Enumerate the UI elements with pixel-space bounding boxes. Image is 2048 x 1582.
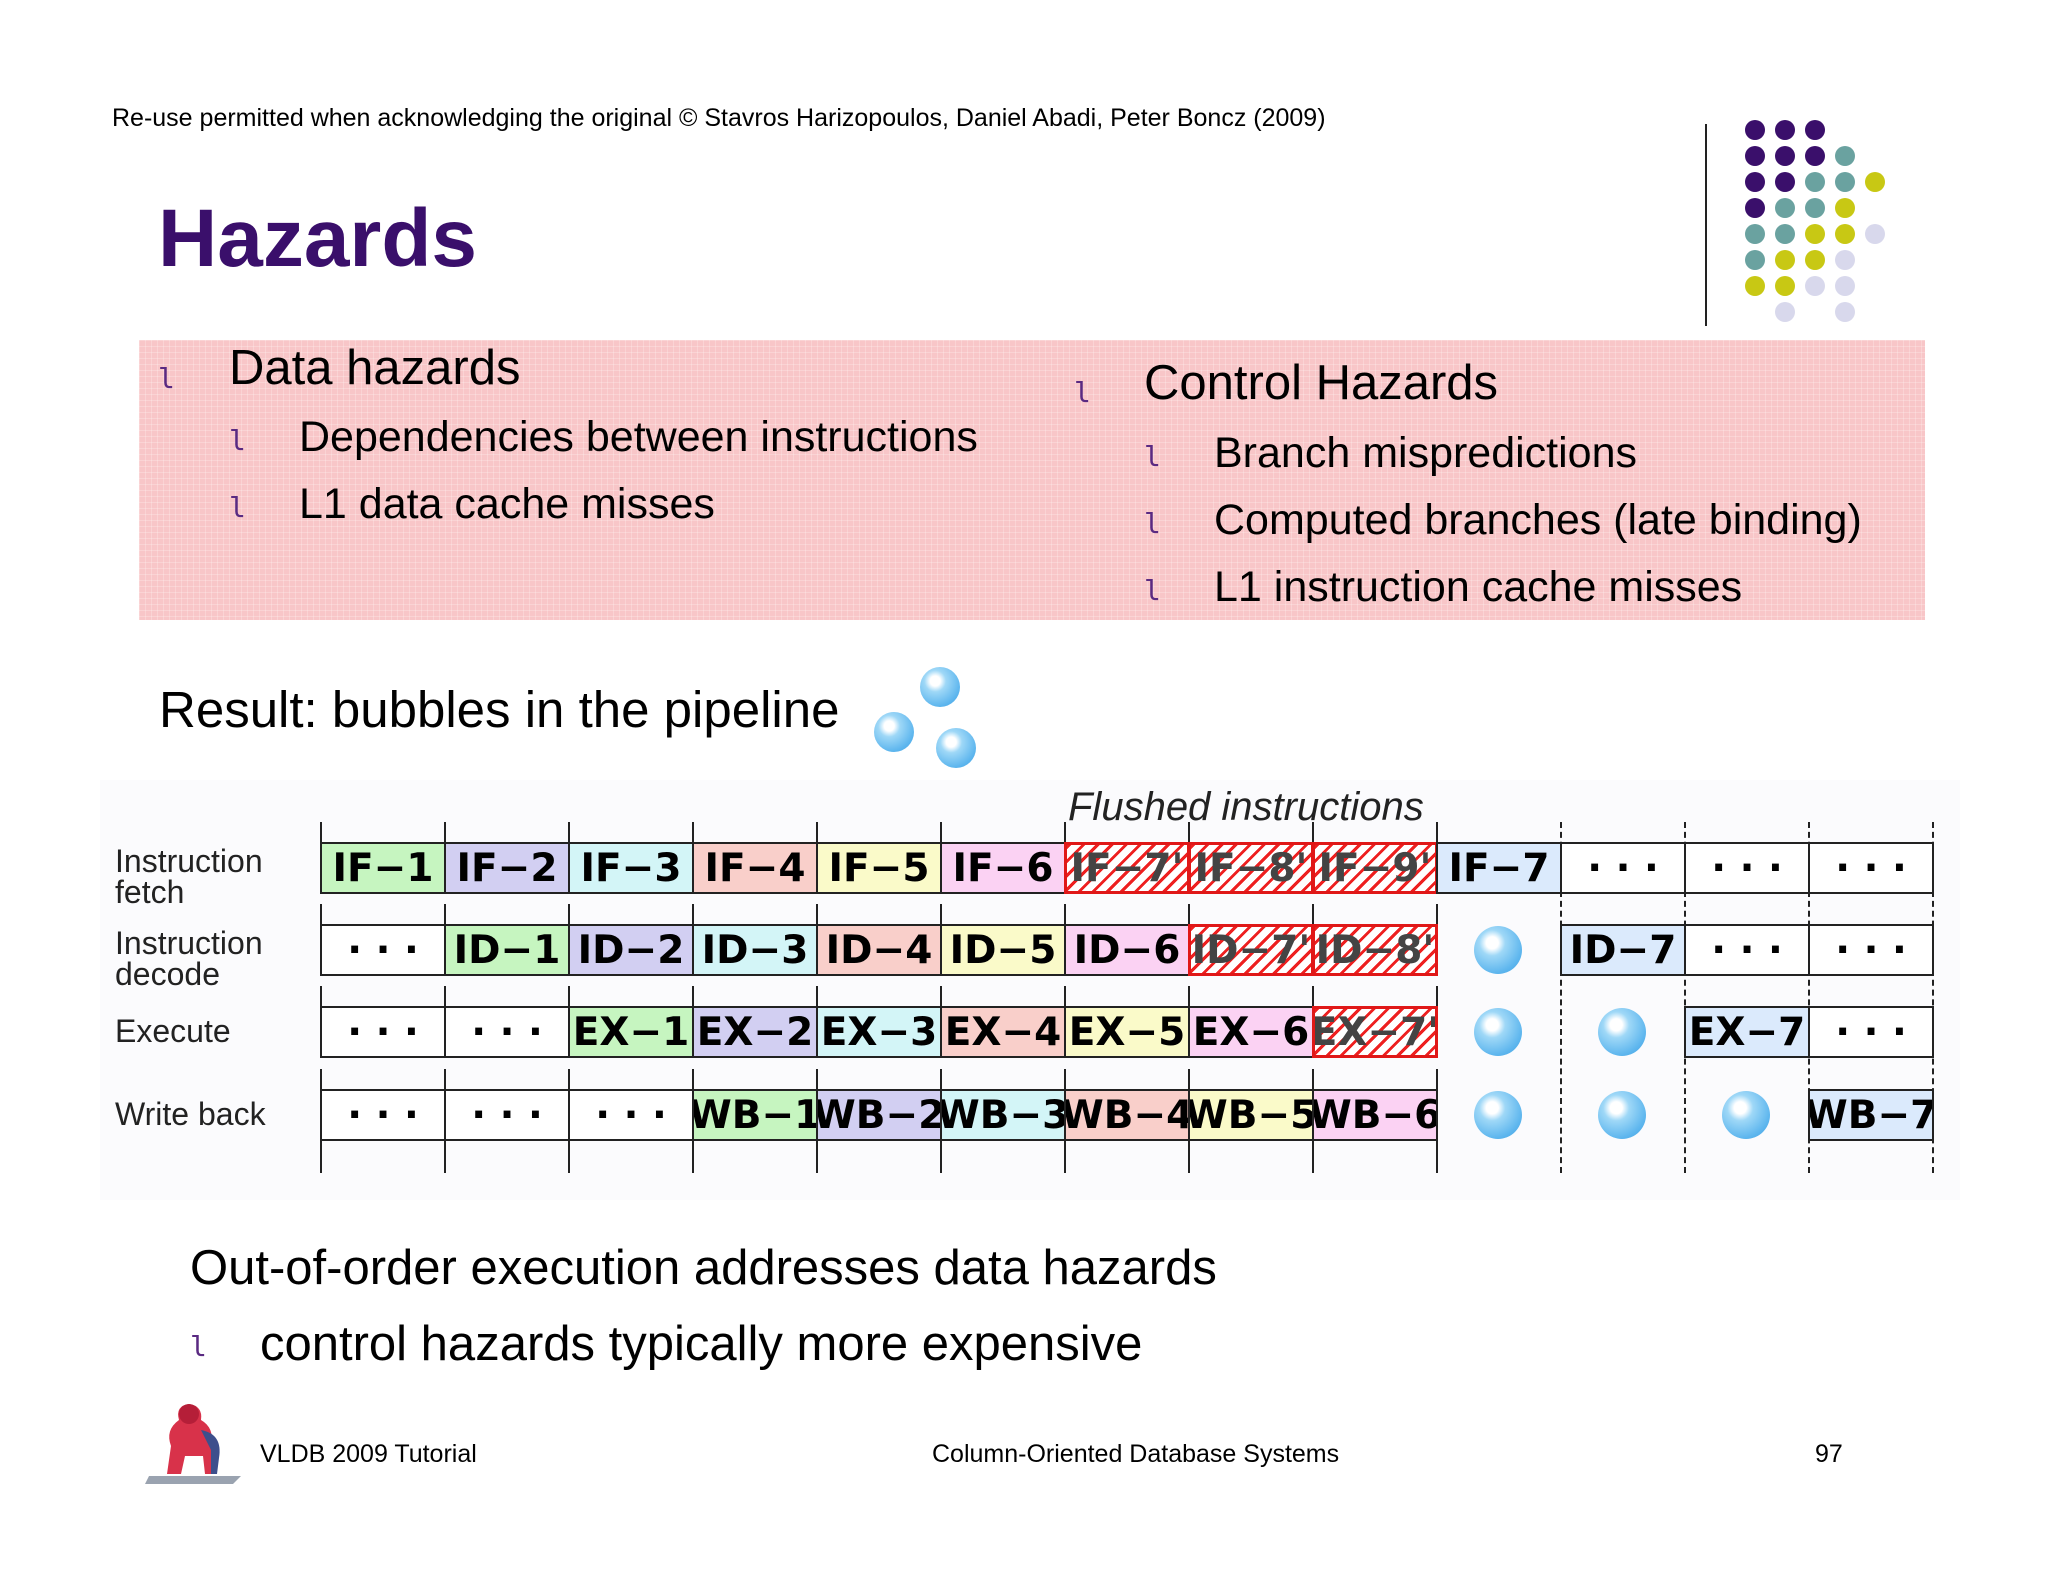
data-hazards-item: Dependencies between instructions xyxy=(299,413,978,461)
logo-dot xyxy=(1745,146,1765,166)
logo-dot xyxy=(1745,276,1765,296)
bullet-icon: l xyxy=(229,491,246,524)
logo-dot xyxy=(1805,120,1825,140)
lion-logo xyxy=(145,1400,245,1484)
logo-dot xyxy=(1775,224,1795,244)
logo-dot xyxy=(1835,172,1855,192)
bubble-icon xyxy=(936,728,976,768)
bullet-icon: l xyxy=(1144,507,1161,540)
logo-dot xyxy=(1775,198,1795,218)
logo-dot xyxy=(1835,302,1855,322)
logo-dot xyxy=(1835,250,1855,270)
control-hazards-item: Branch mispredictions xyxy=(1214,429,1638,477)
logo-dot xyxy=(1865,224,1885,244)
logo-dot xyxy=(1835,198,1855,218)
bullet-icon: l xyxy=(229,424,246,457)
page-number: 97 xyxy=(1815,1440,1843,1468)
logo-dot xyxy=(1805,250,1825,270)
bullet-icon: l xyxy=(158,362,175,395)
data-hazards-item: L1 data cache misses xyxy=(299,480,715,528)
logo-dot xyxy=(1835,224,1855,244)
slide-title: Hazards xyxy=(158,193,478,284)
logo-dot xyxy=(1775,302,1795,322)
copyright-notice: Re-use permitted when acknowledging the … xyxy=(112,104,1326,132)
logo-dot xyxy=(1865,172,1885,192)
footer-left: VLDB 2009 Tutorial xyxy=(260,1440,477,1468)
control-hazards-item: L1 instruction cache misses xyxy=(1214,563,1743,611)
logo-dot xyxy=(1745,250,1765,270)
flushed-instructions-label: Flushed instructions xyxy=(1068,785,1424,829)
control-hazards-heading: Control Hazards xyxy=(1144,356,1499,410)
logo-dot xyxy=(1805,224,1825,244)
logo-dot xyxy=(1835,276,1855,296)
logo-dot xyxy=(1775,120,1795,140)
control-hazards-item: Computed branches (late binding) xyxy=(1214,496,1862,544)
logo-dot xyxy=(1775,276,1795,296)
bullet-icon: l xyxy=(1144,440,1161,473)
logo-dot xyxy=(1745,198,1765,218)
logo-dot xyxy=(1805,172,1825,192)
dot-grid-logo xyxy=(1745,120,1905,330)
logo-dot xyxy=(1775,146,1795,166)
conclusion-subpoint: control hazards typically more expensive xyxy=(260,1317,1143,1371)
bubble-icon xyxy=(920,667,960,707)
conclusion-text: Out-of-order execution addresses data ha… xyxy=(190,1241,1217,1295)
logo-dot xyxy=(1775,250,1795,270)
bullet-icon: l xyxy=(190,1330,207,1363)
logo-dot xyxy=(1775,172,1795,192)
logo-dot xyxy=(1805,146,1825,166)
bullet-icon: l xyxy=(1074,376,1091,409)
logo-dot xyxy=(1745,172,1765,192)
result-text: Result: bubbles in the pipeline xyxy=(159,681,840,738)
pipeline-diagram-background xyxy=(100,780,1960,1200)
logo-dot xyxy=(1835,146,1855,166)
bullet-icon: l xyxy=(1144,574,1161,607)
footer-center: Column-Oriented Database Systems xyxy=(932,1440,1340,1468)
title-divider xyxy=(1705,124,1707,326)
logo-dot xyxy=(1745,120,1765,140)
data-hazards-heading: Data hazards xyxy=(229,341,521,395)
hazards-highlight-box: l Data hazards l Dependencies between in… xyxy=(139,340,1925,620)
logo-dot xyxy=(1805,276,1825,296)
bubble-icon xyxy=(874,712,914,752)
logo-dot xyxy=(1805,198,1825,218)
logo-dot xyxy=(1745,224,1765,244)
